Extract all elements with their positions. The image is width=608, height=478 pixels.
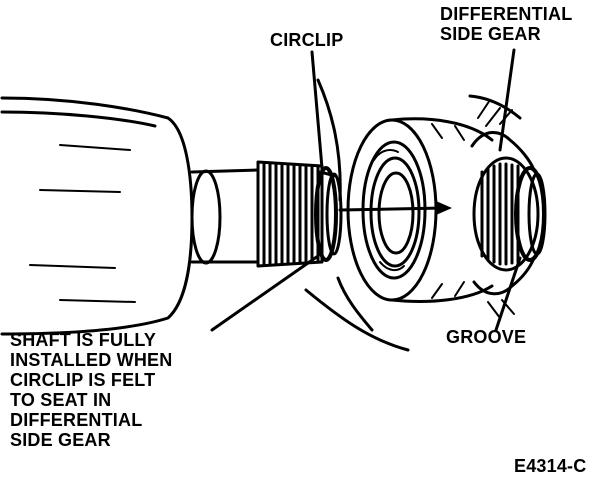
circlip-label-text: CIRCLIP [270, 30, 344, 50]
groove-leader [494, 256, 522, 332]
differential-side-gear-label: DIFFERENTIAL SIDE GEAR [440, 4, 572, 44]
installation-note-line-1: SHAFT IS FULLY [10, 330, 157, 350]
installation-note-line-5: DIFFERENTIAL [10, 410, 143, 430]
figure-id: E4314-C [514, 456, 586, 476]
circlip [314, 166, 343, 262]
installation-note-line-6: SIDE GEAR [10, 430, 111, 450]
installation-note: SHAFT IS FULLY INSTALLED WHEN CIRCLIP IS… [10, 330, 172, 450]
leader-lines [210, 48, 522, 332]
differential-case-arcs [304, 78, 522, 352]
installation-note-line-4: TO SEAT IN [10, 390, 112, 410]
groove-label-text: GROOVE [446, 327, 527, 347]
figure-id-text: E4314-C [514, 456, 587, 476]
axle-housing [0, 96, 194, 336]
side-gear-leader [498, 48, 516, 152]
shaft [190, 168, 260, 265]
bearing-ring [346, 117, 494, 303]
installation-note-line-2: INSTALLED WHEN [10, 350, 173, 370]
note-leader [210, 254, 320, 332]
differential-side-gear-line-1: DIFFERENTIAL [440, 4, 573, 24]
circlip-leader [310, 50, 324, 170]
circlip-label: CIRCLIP [270, 30, 343, 50]
installation-note-line-3: CIRCLIP IS FELT [10, 370, 156, 390]
differential-side-gear-line-2: SIDE GEAR [440, 24, 541, 44]
groove-label: GROOVE [446, 327, 526, 347]
shaft-splines [256, 160, 324, 268]
install-direction-arrow [338, 201, 452, 215]
